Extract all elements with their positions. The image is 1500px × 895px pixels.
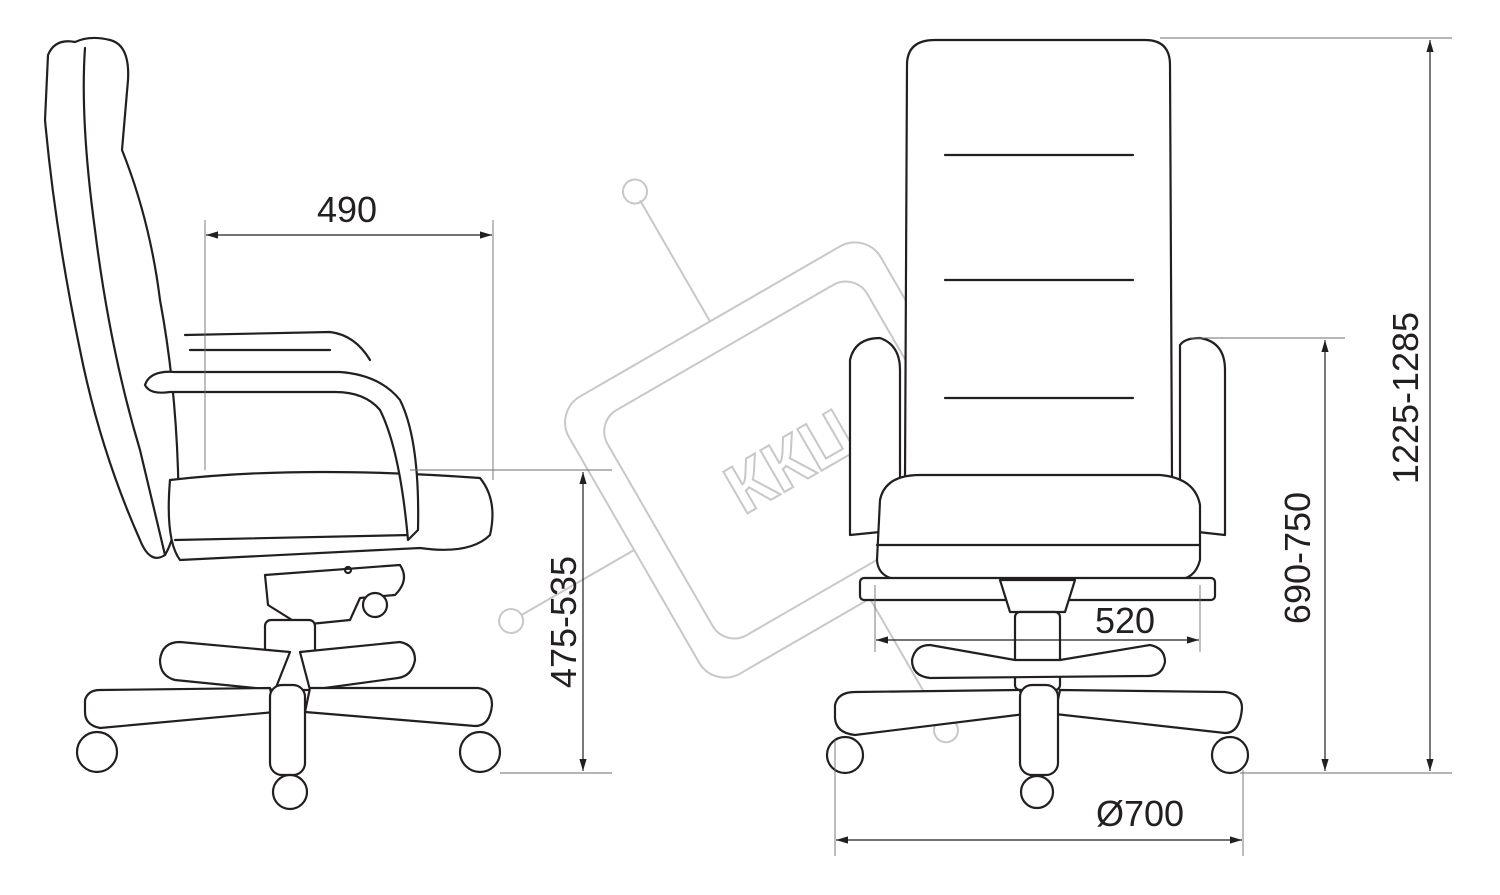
side-base-front-right [303, 686, 494, 728]
label-seat-height: 475-535 [543, 556, 584, 688]
label-seat-width: 520 [1095, 600, 1155, 641]
chair-side-view [43, 36, 502, 811]
side-base-back-right [298, 640, 417, 692]
front-base-back [910, 643, 1167, 680]
side-caster [271, 773, 309, 811]
side-armrest [143, 370, 420, 542]
front-caster [1019, 774, 1055, 810]
dimension-total-height: 1225-1285 [1160, 37, 1452, 771]
dimension-seat-width: 520 [874, 585, 1201, 652]
front-base-right [1053, 688, 1244, 735]
side-base-front-left [83, 686, 277, 730]
label-total-height: 1225-1285 [1385, 312, 1426, 484]
label-armrest-height: 690-750 [1277, 492, 1318, 624]
side-base-back-left [158, 640, 292, 692]
dimension-seat-depth: 490 [204, 189, 494, 480]
side-mechanism [263, 563, 406, 627]
front-base-center [1018, 683, 1060, 777]
watermark-text: ККЦ [712, 393, 869, 529]
side-caster [458, 730, 502, 774]
front-gas-lift [1013, 610, 1062, 692]
front-caster [825, 735, 865, 775]
side-base-center [268, 683, 307, 777]
dimension-seat-height: 475-535 [410, 469, 612, 774]
front-base-left [833, 688, 1027, 737]
side-seat [167, 470, 494, 562]
dimension-armrest-height: 690-750 [1190, 337, 1452, 774]
front-seat [875, 473, 1202, 582]
dimension-base-diameter: Ø700 [834, 740, 1244, 856]
side-caster [75, 730, 119, 774]
side-backrest [43, 36, 180, 559]
label-seat-depth: 490 [317, 189, 377, 230]
chair-front-view [825, 38, 1250, 810]
front-backrest [903, 38, 1174, 482]
front-caster [1210, 735, 1250, 775]
label-base-diameter: Ø700 [1096, 793, 1184, 834]
